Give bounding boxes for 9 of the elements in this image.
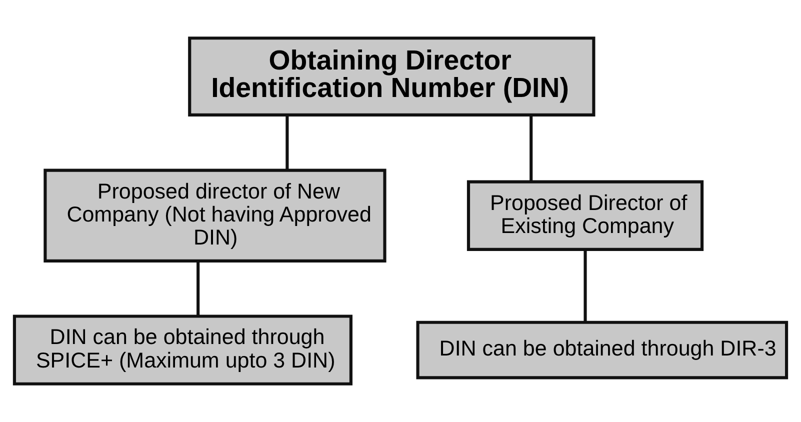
node-box: Proposed director of New Company (Not having Approved DIN): [44, 168, 386, 262]
node-box: DIN can be obtained through DIR-3: [416, 320, 788, 380]
connector: [196, 261, 200, 316]
connector: [584, 250, 587, 322]
node-box: Proposed Director of Existing Company: [466, 180, 704, 251]
node-box: Obtaining Director Identification Number (DIN): [188, 36, 596, 116]
connector: [530, 115, 533, 182]
node-box: DIN can be obtained through SPICE+ (Maximum upto 3 DIN): [12, 314, 352, 386]
connector: [286, 115, 289, 170]
